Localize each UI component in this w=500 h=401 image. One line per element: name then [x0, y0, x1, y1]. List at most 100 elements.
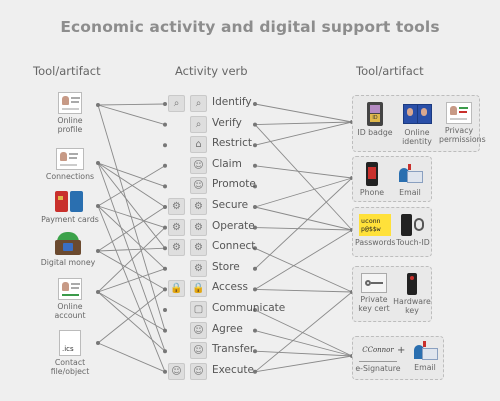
right-group-credentials: uconn p@$$w Passwords Touch-ID — [352, 207, 432, 257]
right-group-signing: CConnor e-Signature + Email — [352, 336, 444, 380]
verb-in-dot — [163, 122, 167, 127]
left-connector-dot — [96, 161, 100, 165]
person-icon: ☺ — [190, 362, 207, 380]
right-column-header: Tool/artifact — [356, 64, 424, 78]
touch-id-icon — [401, 214, 425, 236]
verb-label: Restrict — [212, 137, 252, 150]
left-connection-line — [97, 162, 166, 352]
right-connection-line — [254, 355, 353, 373]
search-icon: ⌕ — [190, 115, 207, 133]
verb-label: Claim — [212, 157, 242, 170]
right-connection-line — [254, 177, 353, 270]
right-item-passwords: uconn p@$$w Passwords — [355, 214, 395, 247]
gear-icon: ⚙ — [168, 239, 185, 257]
verb-label: Connect — [212, 240, 256, 253]
left-connection-line — [97, 250, 166, 290]
house-icon: ⌂ — [190, 136, 207, 154]
verb-in-dot — [163, 328, 167, 333]
verb-in-dot — [163, 102, 167, 106]
verb-out-dot — [253, 328, 257, 333]
verb-out-dot — [253, 205, 257, 209]
hardware-key-icon — [407, 273, 417, 295]
phone-icon — [366, 162, 378, 186]
left-column-header: Tool/artifact — [33, 64, 101, 78]
verb-label: Identify — [212, 96, 252, 108]
id-badge-icon: ID — [367, 102, 383, 126]
right-connection-line — [254, 121, 353, 126]
plus-icon: + — [397, 345, 406, 356]
passwords-icon: uconn p@$$w — [359, 214, 391, 236]
left-connection-line — [97, 227, 166, 293]
verb-label: Verify — [212, 116, 242, 129]
verb-out-dot — [253, 266, 257, 271]
right-connection-line — [254, 103, 353, 123]
right-group-identity: ID ID badge Online identity Privacy perm… — [352, 95, 486, 152]
verb-label: Store — [212, 260, 240, 273]
page-title: Economic activity and digital support to… — [60, 18, 440, 36]
left-connection-line — [97, 205, 166, 270]
verb-out-dot — [253, 163, 257, 168]
verb-in-dot — [163, 163, 167, 168]
right-item-online-identity: Online identity — [397, 102, 437, 146]
verb-in-dot — [163, 184, 167, 189]
gear-icon: ⚙ — [190, 198, 207, 215]
left-item-connections: Connections — [45, 148, 95, 181]
payment-cards-icon — [55, 191, 85, 213]
verb-in-dot — [163, 349, 167, 354]
verb-label: Access — [212, 281, 248, 294]
left-item-label: Contact file/object — [50, 358, 90, 376]
left-connector-dot — [96, 249, 100, 253]
verb-label: Secure — [212, 199, 249, 211]
left-item-contact-file: .ics Contact file/object — [46, 330, 94, 376]
email-icon — [397, 162, 423, 186]
right-connection-line — [254, 227, 353, 231]
left-item-label: Online profile — [57, 116, 83, 134]
right-connection-line — [254, 165, 353, 179]
verb-out-dot — [253, 246, 257, 251]
digital-money-icon — [55, 232, 81, 256]
gear-icon: ⚙ — [168, 198, 185, 215]
right-item-privacy-permissions: Privacy permissions — [439, 102, 486, 144]
right-connection-line — [254, 177, 353, 208]
verb-in-dot — [163, 369, 167, 374]
right-item-touch-id: Touch-ID — [395, 214, 431, 247]
left-connection-line — [97, 104, 166, 331]
right-connection-line — [254, 206, 353, 231]
left-connection-line — [97, 205, 166, 372]
right-item-email-2: Email — [407, 341, 443, 372]
online-profile-icon — [58, 92, 82, 114]
connections-icon — [56, 148, 84, 170]
left-connector-dot — [96, 204, 100, 208]
online-identity-icon — [403, 102, 432, 126]
verb-out-dot — [253, 102, 257, 106]
verb-in-dot — [163, 308, 167, 312]
left-connection-line — [97, 162, 166, 187]
verb-label: Communicate — [212, 302, 286, 314]
gear-icon: ⚙ — [190, 239, 207, 257]
left-connection-line — [97, 206, 166, 252]
right-connection-line — [254, 229, 353, 290]
left-item-online-profile: Online profile — [48, 92, 92, 134]
email-icon — [412, 341, 438, 361]
search-icon: ⌕ — [168, 95, 185, 112]
left-connector-dot — [96, 341, 100, 345]
verb-label: Promote — [212, 178, 256, 191]
left-connection-line — [97, 162, 166, 249]
lock-icon: 🔒 — [190, 280, 207, 298]
verb-in-dot — [163, 225, 167, 230]
left-connector-dot — [96, 290, 100, 294]
left-connection-line — [97, 162, 166, 208]
left-connection-line — [97, 291, 166, 331]
verb-in-dot — [163, 205, 167, 209]
right-item-email: Email — [391, 162, 429, 197]
verb-out-dot — [253, 369, 257, 374]
gear-icon: ⚙ — [190, 259, 207, 277]
verb-in-dot — [163, 246, 167, 251]
lock-icon: 🔒 — [168, 280, 185, 298]
left-connection-line — [97, 291, 166, 352]
privacy-permissions-icon — [446, 102, 472, 124]
verb-out-dot — [253, 225, 257, 230]
right-connection-line — [254, 124, 353, 231]
left-connector-dot — [96, 103, 100, 107]
